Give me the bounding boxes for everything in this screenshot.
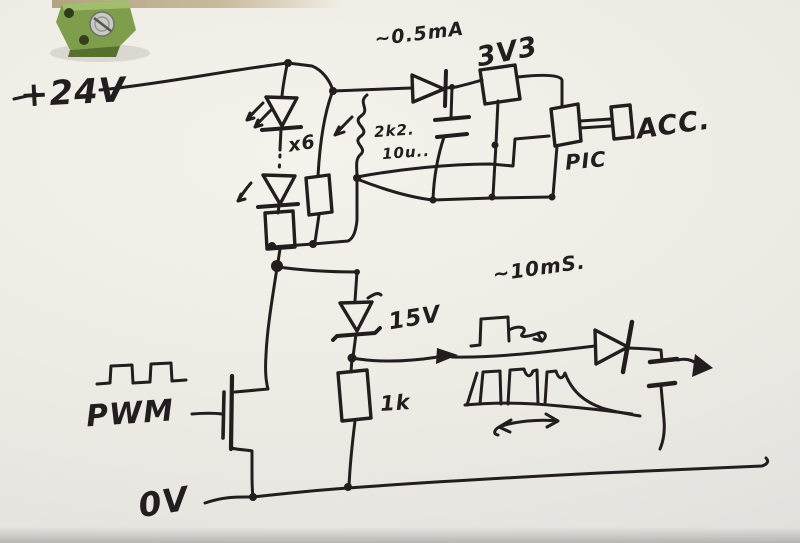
width-double-arrow-icon [495, 414, 558, 435]
zener-15v-symbol [340, 302, 372, 331]
terminal-screw-slot [94, 18, 111, 31]
cap-10u-bottom-lead [433, 137, 444, 199]
terminal-screw-ring [95, 17, 109, 31]
cap-out-plate-top [650, 359, 677, 362]
wire-node-right [278, 267, 357, 272]
terminal-block-top-face [62, 0, 131, 11]
label-pic: PIC [564, 147, 608, 175]
led-1-emission-arrow-2 [255, 110, 271, 127]
label-current-note: ~0.5mA [373, 18, 465, 51]
label-ground-0v: 0V [136, 479, 193, 526]
mid-resistor-box [306, 175, 332, 215]
arrowhead-output [692, 354, 713, 377]
wire-node3-right [352, 357, 438, 361]
wire-led1-to-dots [280, 129, 281, 150]
mosfet-gate-wire [192, 413, 222, 414]
wire-diode2-to-cap [629, 348, 662, 361]
mosfet-gate-bar [223, 392, 224, 438]
desk-edge [52, 0, 342, 8]
junction-dot [309, 240, 317, 248]
wire-0v-rail [205, 458, 768, 503]
wire-mid-resistor-lead [318, 93, 332, 176]
junction-dot [268, 242, 276, 250]
circuit-strokes [14, 59, 768, 503]
pic-to-acc-bus [580, 119, 611, 128]
wire-led1-lead [282, 65, 287, 96]
terminal-hole-2 [79, 35, 89, 45]
wire-rail-step [288, 63, 333, 91]
terminal-block-side [68, 46, 120, 57]
label-capacitor-10u: 10u.. [381, 142, 430, 163]
mosfet-source-wire [231, 448, 253, 496]
label-resistor-1k: 1k [379, 390, 412, 416]
cap-10u-top-lead [451, 87, 452, 118]
pulse-sketch-scribble-arrow [509, 327, 545, 341]
terminal-block-icon [50, 0, 150, 62]
led-1-emission-arrow [247, 103, 263, 120]
led-1-symbol [266, 97, 297, 126]
arrowhead-mid [436, 348, 458, 364]
cap-out-plate-bottom [649, 383, 675, 386]
cap-out-bottom-lead [660, 386, 664, 449]
label-led-count: x6 [286, 131, 318, 157]
wire-regulator-to-pic [518, 75, 562, 106]
pulse-train-p1 [480, 371, 501, 404]
wire-24v-lead-dash [14, 94, 36, 99]
pulse-train-p2 [508, 369, 538, 404]
acc-box [611, 105, 633, 139]
led-string-continuation-dots [279, 155, 280, 174]
diode-2-symbol [595, 330, 628, 364]
label-time-note: ~10mS. [491, 249, 587, 286]
wire-ledres-to-node [278, 249, 280, 262]
wire-1k-to-ground [349, 421, 355, 486]
wire-regulator-ground [493, 101, 498, 196]
wire-to-zener [355, 272, 357, 301]
cap-10u-plate-top [435, 117, 469, 120]
pulse-sketch [471, 317, 509, 346]
resistor-2k2-squiggle [357, 95, 367, 176]
pwm-squarewave-icon [97, 363, 186, 384]
label-acc: ACC. [633, 105, 713, 146]
wire-zener-to-node3 [353, 334, 356, 357]
diode-1-symbol [412, 75, 444, 102]
mosfet-channel-bar [231, 376, 232, 449]
junction-dot [249, 493, 257, 501]
label-zener-15v: 15V [387, 301, 444, 335]
led-2-emission-arrow [238, 183, 251, 201]
mosfet-drain-wire [235, 268, 277, 392]
led-resistor-box [265, 211, 295, 249]
wire-mid-resistor-bottom [315, 215, 319, 242]
zener-scribble [368, 294, 381, 298]
wire-cross-link [272, 180, 357, 247]
junction-dot [491, 141, 499, 149]
wire-to-output-diode [452, 346, 595, 357]
junction-dot [344, 483, 352, 491]
regulator-3v3-box [480, 65, 520, 104]
wire-node3-to-1k [351, 358, 352, 372]
terminal-hole-1 [64, 8, 74, 18]
wire-24v-rail [100, 63, 288, 90]
cap-10u-plate-bottom [437, 134, 467, 137]
led-2-symbol [263, 175, 295, 204]
label-pwm: PWM [85, 393, 175, 434]
label-regulator-3v3: 3V3 [474, 31, 540, 73]
diode-2-cathode-bar [623, 322, 632, 372]
resistor-1k-box [338, 370, 371, 421]
label-supply-24v: +24V [19, 70, 129, 116]
pulse-train-p3-decay [545, 371, 640, 416]
annotation-arrow-2k2 [335, 117, 352, 135]
wire-rail-to-diode [333, 88, 411, 91]
wire-pic-ground [553, 146, 557, 196]
label-resistor-2k2: 2k2. [373, 120, 415, 141]
pic-box [551, 104, 581, 146]
pulse-train-lead-slash [467, 373, 477, 405]
wire-ground-bus-upper [357, 179, 552, 200]
